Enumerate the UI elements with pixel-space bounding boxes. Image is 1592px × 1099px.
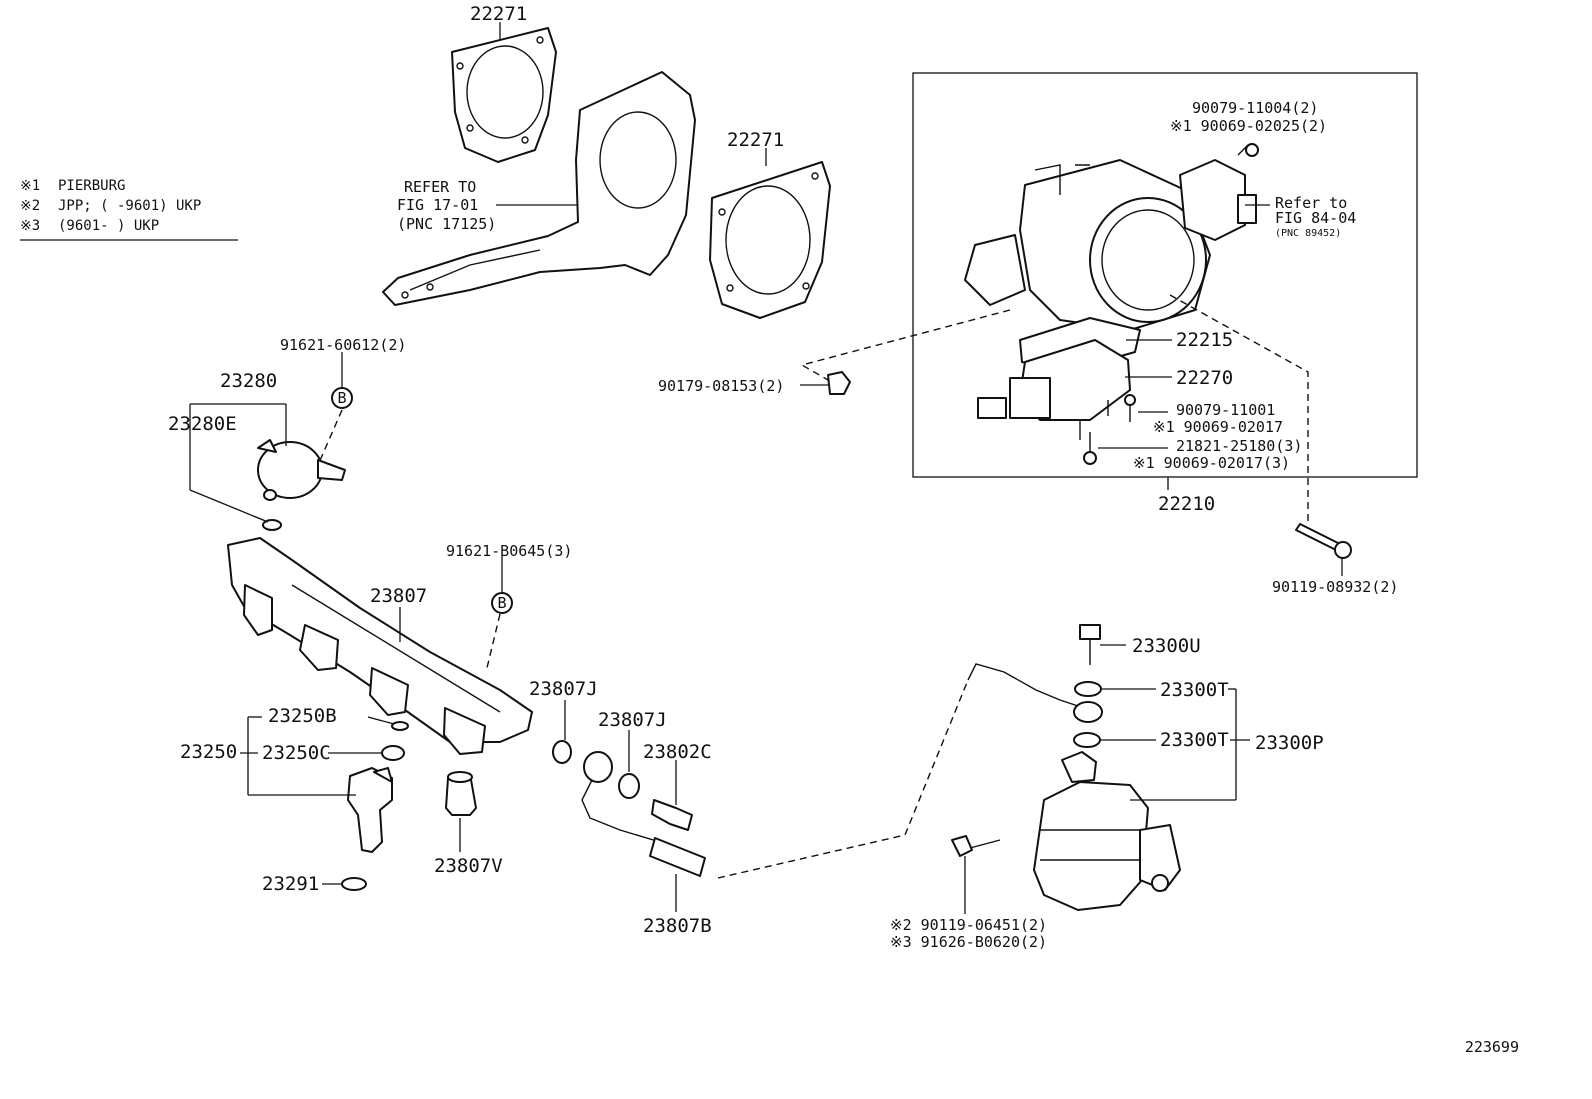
- legend-note3-mark: ※3: [20, 218, 40, 234]
- refer-fig84-line3: (PNC 89452): [1275, 228, 1341, 239]
- callout-23807V: 23807V: [434, 855, 503, 877]
- leader-lines: [189, 22, 1343, 914]
- fuel-pipe-23807B: [581, 751, 706, 877]
- callout-23291: 23291: [262, 873, 319, 895]
- idle-air-control-valve-22270: [977, 339, 1131, 440]
- callout-22270: 22270: [1176, 367, 1233, 389]
- callout-91621-60612: 91621-60612(2): [280, 336, 406, 354]
- screw-90079-11004: [1237, 143, 1259, 157]
- o-ring-23280E: [262, 519, 282, 531]
- callout-23300T-lower: 23300T: [1160, 729, 1229, 751]
- callout-90069-02025: ※1 90069-02025(2): [1170, 117, 1327, 135]
- pressure-regulator-23280: [257, 439, 346, 501]
- dashed-connector-nut: [800, 309, 1011, 381]
- intake-stay-bracket: [382, 71, 696, 306]
- callout-23807J-right: 23807J: [598, 709, 667, 731]
- callout-90069-02017-3: ※1 90069-02017(3): [1133, 454, 1290, 472]
- callout-22271-lower: 22271: [727, 129, 784, 151]
- throttle-position-sensor: [1179, 159, 1257, 241]
- callout-23300U: 23300U: [1132, 635, 1201, 657]
- callout-labels: 22271 22271 REFER TO FIG 17-01 (PNC 1712…: [168, 3, 1398, 951]
- legend-note1-text: PIERBURG: [58, 178, 125, 194]
- union-bolt-23300U: [1079, 624, 1101, 665]
- callout-23280E: 23280E: [168, 413, 237, 435]
- callout-90079-11004: 90079-11004(2): [1192, 99, 1318, 117]
- fuel-injector-23250: [347, 767, 393, 853]
- marker-b-upper: B: [331, 387, 353, 409]
- callout-23802C: 23802C: [643, 741, 712, 763]
- legend-note2-mark: ※2: [20, 198, 40, 214]
- callout-23250: 23250: [180, 741, 237, 763]
- dashed-connector-b-upper: [317, 409, 343, 466]
- insulator-23291: [341, 877, 367, 891]
- screw-21821-25180: [1083, 432, 1097, 465]
- refer-fig17-line1: REFER TO: [404, 178, 476, 196]
- gasket-23300T-lower: [1073, 732, 1101, 748]
- svg-text:B: B: [337, 389, 346, 407]
- illustration-number: 223699: [1465, 1038, 1519, 1056]
- insulator-23250C: [381, 745, 405, 761]
- callout-23250C: 23250C: [262, 742, 331, 764]
- callout-23807: 23807: [370, 585, 427, 607]
- svg-text:B: B: [497, 594, 506, 612]
- dashed-connector-bolt: [1169, 294, 1309, 525]
- throttle-body: [964, 159, 1211, 331]
- fuel-delivery-pipe-23807: [227, 537, 533, 755]
- callout-90179-08153: 90179-08153(2): [658, 377, 784, 395]
- callout-23300P: 23300P: [1255, 732, 1324, 754]
- callout-23807B: 23807B: [643, 915, 712, 937]
- bolt-90119-06451: [951, 835, 1001, 857]
- callout-90069-02017: ※1 90069-02017: [1153, 418, 1283, 436]
- legend-note3-text: (9601- ) UKP: [58, 218, 159, 234]
- callout-23250B: 23250B: [268, 705, 337, 727]
- gasket-23300T-upper: [1074, 681, 1102, 697]
- refer-fig17-line3: (PNC 17125): [397, 215, 496, 233]
- callout-23807J-left: 23807J: [529, 678, 598, 700]
- callout-90119-06451: ※2 90119-06451(2): [890, 916, 1047, 934]
- dashed-connector-b-lower: [485, 613, 501, 673]
- fuel-hose: [967, 663, 1085, 709]
- gasket-23807J-right: [618, 773, 640, 799]
- legend-note1-mark: ※1: [20, 178, 40, 194]
- callout-23280: 23280: [220, 370, 277, 392]
- callout-23300T-upper: 23300T: [1160, 679, 1229, 701]
- callout-22215: 22215: [1176, 329, 1233, 351]
- callout-21821-25180: 21821-25180(3): [1176, 437, 1302, 455]
- dashed-connector-fuel-hose: [717, 679, 969, 879]
- throttle-body-assembly-box: [912, 72, 1418, 478]
- callout-90079-11001: 90079-11001: [1176, 401, 1275, 419]
- callout-91621-B0645: 91621-B0645(3): [446, 542, 572, 560]
- o-ring-23250B: [391, 721, 409, 731]
- refer-fig17-line2: FIG 17-01: [397, 196, 478, 214]
- legend-note2-text: JPP; ( -9601) UKP: [58, 198, 201, 214]
- union-fitting: [1073, 701, 1103, 723]
- grommet-23807V: [445, 771, 477, 816]
- fuel-filter-23300P: [1033, 751, 1181, 911]
- callout-91626-B0620: ※3 91626-B0620(2): [890, 933, 1047, 951]
- marker-b-lower: B: [491, 592, 513, 614]
- gasket-23807J-left: [552, 740, 572, 764]
- nut-90179-08153: [827, 371, 851, 395]
- gasket-22271-lower: [709, 161, 831, 319]
- gasket-22271-upper: [451, 27, 557, 163]
- callout-22271-upper: 22271: [470, 3, 527, 25]
- union-bolt-23802C: [651, 799, 693, 831]
- screw-90079-11001: [1124, 394, 1136, 422]
- callout-22210: 22210: [1158, 493, 1215, 515]
- refer-fig84-line1: Refer to: [1275, 194, 1347, 212]
- refer-fig84-line2: FIG 84-04: [1275, 209, 1356, 227]
- bolt-90119-08932: [1295, 523, 1352, 559]
- legend: ※1 PIERBURG ※2 JPP; ( -9601) UKP ※3 (960…: [20, 178, 238, 241]
- callout-90119-08932: 90119-08932(2): [1272, 578, 1398, 596]
